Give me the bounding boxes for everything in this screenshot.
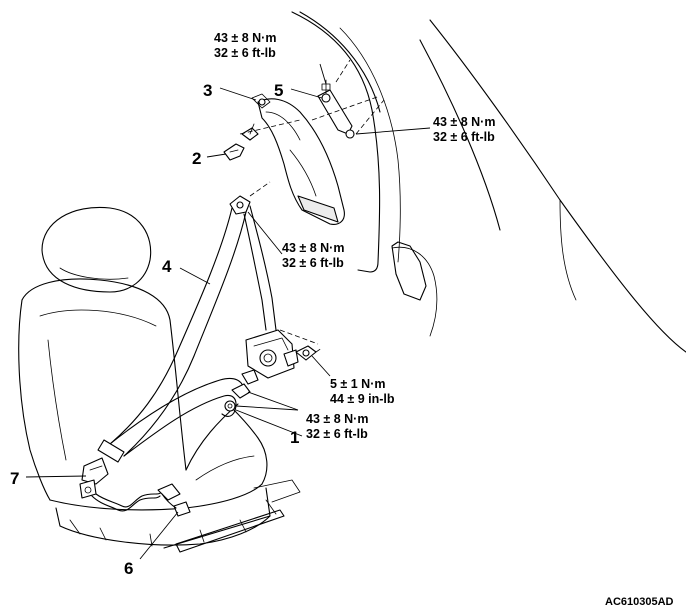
- label-part-3: 3: [203, 81, 212, 100]
- seat-outline: [18, 206, 301, 553]
- label-part-2: 2: [192, 149, 201, 168]
- alignment-lines: [239, 59, 385, 353]
- buckle-part-7: [79, 457, 109, 499]
- clip-part-2: [223, 143, 245, 161]
- torque-top-nm: 43 ± 8 N·m: [214, 31, 276, 45]
- retractor-bolt: [295, 345, 317, 361]
- belt-upper-guide: [229, 195, 251, 215]
- lower-anchor-bolt-part-1: [224, 383, 251, 412]
- retractor: [241, 329, 299, 385]
- torque-retractor-nm: 5 ± 1 N·m: [330, 377, 386, 391]
- torque-retractor-inlb: 44 ± 9 in-lb: [330, 392, 395, 406]
- part-number-labels: 3 5 2 4 1 7 6: [10, 81, 299, 578]
- trim-bolt: [241, 123, 259, 141]
- torque-top-ftlb: 32 ± 6 ft-lb: [214, 46, 276, 60]
- label-part-7: 7: [10, 469, 19, 488]
- vehicle-body-outline: [291, 11, 686, 353]
- pillar-trim-part-3: [251, 93, 345, 225]
- torque-spec-labels: 43 ± 8 N·m 32 ± 6 ft-lb 43 ± 8 N·m 32 ± …: [214, 31, 495, 441]
- label-part-4: 4: [162, 257, 172, 276]
- torque-belt-guide-ftlb: 32 ± 6 ft-lb: [282, 256, 344, 270]
- torque-right-anchor-ftlb: 32 ± 6 ft-lb: [433, 130, 495, 144]
- torque-belt-guide-nm: 43 ± 8 N·m: [282, 241, 344, 255]
- height-adjuster-part-5: [317, 79, 355, 139]
- torque-lower-anchor-nm: 43 ± 8 N·m: [306, 412, 368, 426]
- label-part-5: 5: [274, 81, 283, 100]
- seat-belt-webbing-part-4: [97, 205, 277, 463]
- figure-code: AC610305AD: [605, 596, 674, 608]
- label-part-6: 6: [124, 559, 133, 578]
- buckle-harness-part-6: [91, 483, 191, 517]
- label-part-1: 1: [290, 428, 299, 447]
- torque-right-anchor-nm: 43 ± 8 N·m: [433, 115, 495, 129]
- leader-lines: [25, 63, 431, 560]
- torque-lower-anchor-ftlb: 32 ± 6 ft-lb: [306, 427, 368, 441]
